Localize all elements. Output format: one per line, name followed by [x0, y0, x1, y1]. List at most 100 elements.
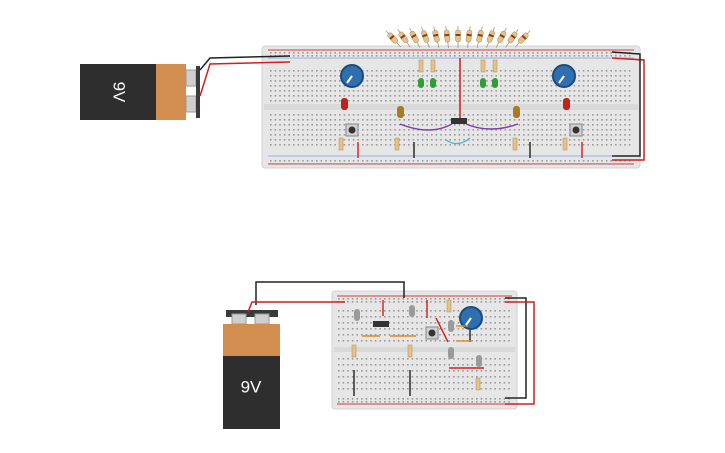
resistor[interactable]: [446, 299, 452, 313]
top-pushbutton-right[interactable]: [569, 123, 583, 137]
green-led[interactable]: [492, 78, 498, 88]
top-ic-chip[interactable]: [451, 118, 467, 124]
resistor[interactable]: [484, 26, 497, 48]
green-led[interactable]: [480, 78, 486, 88]
breadboard-hole: [408, 129, 410, 131]
breadboard-hole: [596, 129, 599, 131]
green-led[interactable]: [430, 78, 436, 88]
breadboard-hole: [293, 160, 295, 162]
bottom-right-wire-black[interactable]: [505, 297, 527, 399]
breadboard-hole: [420, 376, 423, 378]
top-cyan-wire[interactable]: [445, 137, 471, 145]
bottom-pushbutton[interactable]: [425, 326, 439, 340]
top-red-led-left[interactable]: [341, 98, 348, 110]
top-battery-wire-black[interactable]: [199, 55, 291, 71]
top-battery-wire-red[interactable]: [199, 61, 291, 97]
top-right-wire-black[interactable]: [611, 51, 641, 157]
breadboard-hole: [380, 80, 382, 82]
breadboard-hole: [385, 124, 387, 126]
resistor[interactable]: [418, 59, 424, 73]
bottom-gray-led[interactable]: [476, 355, 482, 367]
bottom-gray-led[interactable]: [354, 309, 360, 321]
resistor[interactable]: [455, 26, 461, 48]
breadboard-hole: [615, 100, 617, 102]
breadboard-hole: [338, 340, 340, 342]
breadboard-hole: [288, 114, 290, 116]
resistor[interactable]: [431, 26, 441, 49]
resistor[interactable]: [338, 137, 344, 151]
bottom-gray-led[interactable]: [448, 320, 454, 332]
breadboard-hole: [601, 90, 603, 92]
resistor[interactable]: [494, 27, 509, 49]
breadboard-hole: [454, 134, 456, 136]
breadboard-hole: [385, 55, 387, 57]
green-led[interactable]: [418, 78, 424, 88]
resistor[interactable]: [384, 29, 402, 49]
breadboard-hole: [480, 388, 483, 390]
resistor[interactable]: [512, 137, 518, 151]
breadboard-hole: [426, 85, 428, 87]
resistor[interactable]: [504, 28, 521, 49]
bottom-gray-led[interactable]: [409, 305, 415, 317]
bottom-potentiometer[interactable]: [459, 306, 483, 330]
top-right-wire-red[interactable]: [611, 57, 645, 161]
breadboard-hole: [431, 95, 433, 97]
breadboard-hole: [592, 144, 594, 146]
breadboard-hole: [536, 95, 539, 97]
breadboard-hole: [434, 376, 437, 378]
resistor[interactable]: [407, 344, 413, 358]
breadboard-hole: [513, 55, 516, 57]
resistor[interactable]: [407, 27, 422, 49]
breadboard-hole: [457, 301, 460, 303]
breadboard-hole: [366, 80, 369, 82]
resistor[interactable]: [419, 26, 432, 48]
resistor[interactable]: [492, 59, 498, 73]
resistor[interactable]: [480, 59, 486, 73]
breadboard-hole: [550, 139, 553, 141]
breadboard-hole: [334, 95, 336, 97]
breadboard-hole: [494, 358, 496, 360]
bottom-battery-wire-black[interactable]: [255, 281, 405, 305]
bottom-red-jumper[interactable]: [435, 317, 449, 343]
resistor[interactable]: [394, 137, 400, 151]
bottom-right-wire-red[interactable]: [505, 301, 535, 405]
breadboard-hole: [546, 119, 548, 121]
top-yellow-led-right[interactable]: [513, 106, 520, 118]
top-pushbutton-left[interactable]: [345, 123, 359, 137]
breadboard-hole: [463, 139, 465, 141]
bottom-ic-chip[interactable]: [373, 321, 389, 327]
breadboard-hole: [509, 134, 511, 136]
resistor[interactable]: [562, 137, 568, 151]
breadboard-hole: [343, 160, 346, 162]
breadboard-hole: [490, 124, 493, 126]
top-yellow-led-left[interactable]: [397, 106, 404, 118]
resistor[interactable]: [443, 26, 451, 49]
breadboard-hole: [564, 95, 566, 97]
breadboard-hole: [379, 301, 381, 303]
resistor[interactable]: [430, 59, 436, 73]
breadboard-hole: [306, 100, 309, 102]
top-red-led-right[interactable]: [563, 98, 570, 110]
breadboard-hole: [357, 163, 359, 165]
resistor[interactable]: [475, 377, 481, 391]
top-purple-wire-right[interactable]: [465, 123, 519, 130]
bottom-battery[interactable]: 9V: [223, 310, 280, 429]
breadboard-hole: [523, 55, 525, 57]
breadboard-hole: [546, 124, 548, 126]
breadboard-hole: [592, 139, 594, 141]
top-potentiometer-right[interactable]: [552, 64, 576, 88]
resistor[interactable]: [513, 29, 531, 49]
resistor[interactable]: [351, 344, 357, 358]
resistor[interactable]: [396, 28, 413, 49]
top-potentiometer-left[interactable]: [340, 64, 364, 88]
top-battery[interactable]: 9V: [80, 64, 200, 120]
bottom-battery-wire-red[interactable]: [247, 301, 345, 313]
top-purple-wire-left[interactable]: [399, 123, 453, 131]
breadboard-hole: [573, 119, 576, 121]
breadboard-hole: [389, 129, 392, 131]
resistor[interactable]: [475, 26, 485, 49]
breadboard-hole: [371, 114, 373, 116]
breadboard-hole: [274, 100, 277, 102]
bottom-gray-led[interactable]: [448, 347, 454, 359]
resistor[interactable]: [465, 26, 473, 49]
